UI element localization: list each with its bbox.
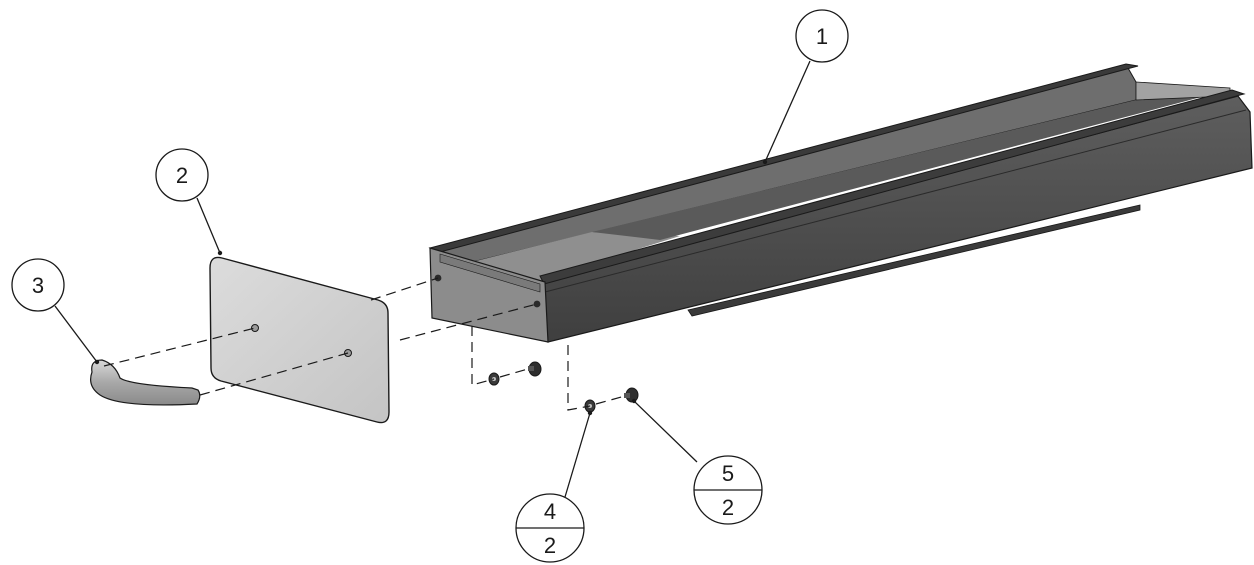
balloon-4-number: 4 — [544, 499, 556, 524]
balloon-3-number: 3 — [32, 273, 44, 298]
channel-hole-lower — [533, 300, 541, 308]
fastener-set-left — [488, 361, 542, 386]
centerline-screw-left — [499, 368, 529, 378]
leader-3 — [54, 305, 98, 363]
centerline-fastener-right — [567, 345, 591, 411]
end-plate-shape — [209, 256, 390, 424]
channel-end-face — [429, 247, 549, 343]
balloon-5-number: 5 — [722, 461, 734, 486]
centerline-screw-right — [595, 395, 626, 405]
leader-lines — [54, 60, 811, 498]
leader-4 — [564, 412, 591, 498]
channel-end-face-inner — [439, 253, 541, 293]
balloon-3: 3 — [11, 258, 65, 312]
balloon-4: 4 2 — [515, 493, 585, 563]
balloon-2: 2 — [155, 148, 209, 202]
balloon-1-number: 1 — [816, 24, 828, 49]
centerline-plate-upper — [370, 277, 439, 301]
leader-2 — [196, 197, 221, 254]
channel-bottom-flange — [687, 204, 1141, 317]
balloon-2-number: 2 — [176, 163, 188, 188]
centerline-plate-lower — [399, 303, 538, 341]
leader-1 — [764, 60, 811, 163]
channel-part — [428, 63, 1253, 343]
centerline-fastener-left — [471, 326, 495, 386]
handle-shape — [90, 359, 201, 406]
balloon-5-qty: 2 — [722, 495, 734, 520]
handle-part — [90, 359, 201, 406]
channel-groove-line — [544, 109, 1247, 293]
assembly-lines — [103, 277, 626, 411]
centerline-handle-lower — [199, 352, 349, 396]
end-plate-hole-upper — [251, 324, 259, 332]
leader-5 — [633, 400, 698, 463]
channel-inner-floor-dark — [592, 92, 1220, 240]
balloon-1: 1 — [795, 9, 849, 63]
centerline-handle-upper — [103, 327, 256, 367]
balloon-5: 5 2 — [693, 455, 763, 525]
end-plate-part — [209, 256, 390, 424]
leader-arrowheads — [94, 159, 768, 416]
balloon-4-qty: 2 — [544, 533, 556, 558]
